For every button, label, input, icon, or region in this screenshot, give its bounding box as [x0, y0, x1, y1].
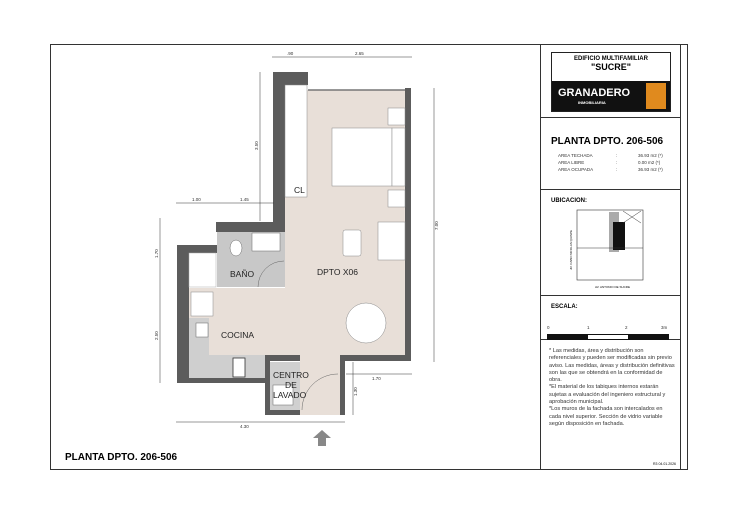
washer: [272, 384, 294, 406]
entrance-arrow-icon: [313, 430, 331, 446]
room-label-closet: CL: [294, 185, 305, 195]
kitchen-counter: [189, 355, 267, 378]
dim-bottom: 4.30: [240, 424, 249, 429]
notes-section: * Las medidas, área y distribución son r…: [541, 340, 680, 470]
building-subname: "SUCRE": [590, 62, 632, 72]
note: * Las medidas, área y distribución son r…: [549, 348, 675, 384]
nightstand: [387, 189, 406, 208]
planta-title: PLANTA DPTO. 206-506: [551, 136, 664, 147]
escala-section: ESCALA: 0 1 2 3m: [541, 296, 680, 340]
street-bottom: AV. ANTONIO DE SUCRE: [595, 285, 630, 289]
dimension-lines: [159, 56, 435, 423]
floor-plan: DPTO X06 CL BAÑO COCINA CENTRO DE LAVADO…: [154, 51, 439, 446]
planta-section: PLANTA DPTO. 206-506 AREA TECHADA:36.93 …: [541, 118, 680, 190]
brand-banner: GRANADERO INMOBILIARIA: [552, 81, 670, 111]
stove: [232, 357, 246, 378]
coffee-table: [342, 229, 362, 257]
dim-left2: 2.50: [154, 331, 159, 340]
dim-notch-v: 1.30: [353, 387, 358, 396]
room-label-bath: BAÑO: [230, 269, 254, 279]
ubicacion-section: UBICACION: AV. ANTONIO DE SUCRE JR. CABO…: [541, 190, 680, 296]
brand-name: GRANADERO: [558, 87, 631, 99]
entry-floor: [300, 355, 342, 415]
dim-mid2: 1.45: [240, 197, 249, 202]
closet: [284, 84, 308, 198]
shower: [251, 232, 281, 252]
dining-table: [345, 302, 387, 344]
room-label-main: DPTO X06: [317, 267, 358, 277]
revision-date: R3 04.01.2026: [653, 462, 676, 466]
bath-door-swing: [257, 260, 285, 288]
scale-tick: 3m: [661, 325, 668, 330]
location-map: AV. ANTONIO DE SUCRE JR. CABO NICOLAS QU…: [569, 209, 644, 289]
dim-top2: 2.65: [355, 51, 364, 56]
walls: [177, 72, 411, 415]
scale-bar: [547, 334, 669, 340]
room-label-laundry: DE: [285, 380, 297, 390]
scale-tick: 0: [547, 325, 550, 330]
sofa: [377, 221, 406, 261]
room-label-laundry: CENTRO: [273, 370, 309, 380]
room-label-kitchen: COCINA: [221, 330, 254, 340]
logo: EDIFICIO MULTIFAMILIAR "SUCRE" GRANADERO…: [551, 52, 671, 112]
title-panel: EDIFICIO MULTIFAMILIAR "SUCRE" GRANADERO…: [540, 44, 681, 470]
sheet-frame: [50, 44, 688, 470]
dim-notch-h: 1.70: [372, 376, 381, 381]
dim-right: 7.00: [434, 221, 439, 230]
bed: [331, 127, 393, 187]
note: *El material de los tabiques internos es…: [549, 384, 666, 406]
desk: [391, 127, 406, 187]
dim-mid1: 1.00: [192, 197, 201, 202]
scale-tick: 2: [625, 325, 628, 330]
entry-door-swing: [301, 373, 339, 411]
sink: [195, 322, 209, 338]
utility-area: [188, 252, 217, 288]
dim-left1: 1.70: [154, 249, 159, 258]
ubicacion-title: UBICACION:: [551, 198, 587, 204]
plan-title: PLANTA DPTO. 206-506: [65, 452, 178, 463]
scale-tick: 1: [587, 325, 590, 330]
dim-top1: .90: [287, 51, 294, 56]
area-table: AREA TECHADA:36.93 m2 (*) AREA LIBRE:0.0…: [558, 153, 663, 172]
fridge: [190, 291, 214, 317]
soldier-logo-icon: [646, 83, 666, 109]
brand-sub: INMOBILIARIA: [578, 100, 606, 105]
room-label-laundry: LAVADO: [273, 390, 307, 400]
toilet: [229, 239, 243, 257]
note: *Los muros de la fachada son intercalado…: [549, 406, 663, 427]
building-name: EDIFICIO MULTIFAMILIAR: [574, 56, 648, 62]
escala-title: ESCALA:: [551, 304, 578, 310]
logo-section: EDIFICIO MULTIFAMILIAR "SUCRE" GRANADERO…: [541, 44, 680, 118]
nightstand: [387, 107, 406, 126]
street-side: JR. CABO NICOLAS QUISPE: [569, 230, 573, 270]
dim-v-closet: 3.50: [254, 141, 259, 150]
